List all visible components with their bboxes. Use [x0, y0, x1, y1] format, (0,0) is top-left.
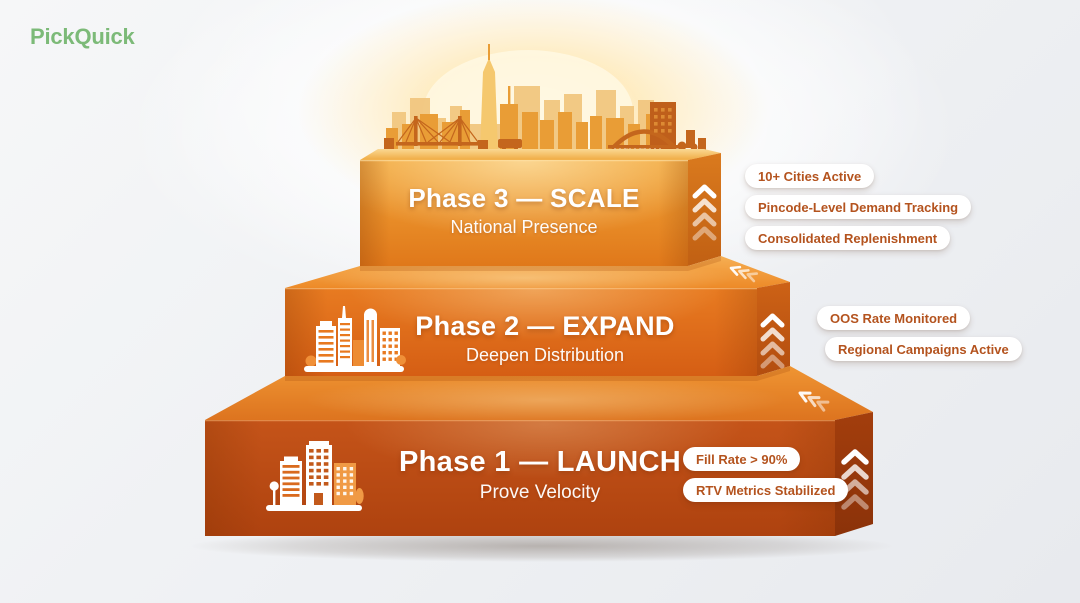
badge-regional-campaigns-active: Regional Campaigns Active [825, 337, 1022, 361]
city-skyline-illustration [384, 44, 706, 152]
phase-3-block [360, 149, 721, 266]
badge-cities-active: 10+ Cities Active [745, 164, 875, 188]
buildings-icon-phase-2 [304, 306, 406, 372]
phase-1-side-face [835, 412, 873, 536]
suspension-bridge [397, 117, 479, 143]
phase-1-step-marks-icon [798, 391, 830, 412]
phase-2-chevrons-up-icon [760, 313, 785, 369]
center-spire-tower [480, 44, 498, 152]
badge-pincode-demand-tracking: Pincode-Level Demand Tracking [745, 195, 972, 219]
badge-rtv-metrics-stabilized: RTV Metrics Stabilized [683, 478, 849, 502]
buildings-icon-phase-1 [266, 441, 364, 511]
arch-bridge [610, 129, 678, 151]
phase-3-chevrons-up-icon [692, 184, 717, 241]
brand-logo: PickQuick [30, 24, 135, 49]
ground-shadow [190, 530, 894, 562]
phase-3-top-face [360, 149, 721, 160]
phase-2-step-marks-icon [729, 265, 759, 283]
badge-consolidated-replenishment: Consolidated Replenishment [745, 226, 951, 250]
phase-2-block [285, 256, 790, 376]
phase-3-side-face [688, 153, 721, 266]
badge-fill-rate: Fill Rate > 90% [683, 447, 801, 471]
badge-oos-rate-monitored: OOS Rate Monitored [817, 306, 971, 330]
